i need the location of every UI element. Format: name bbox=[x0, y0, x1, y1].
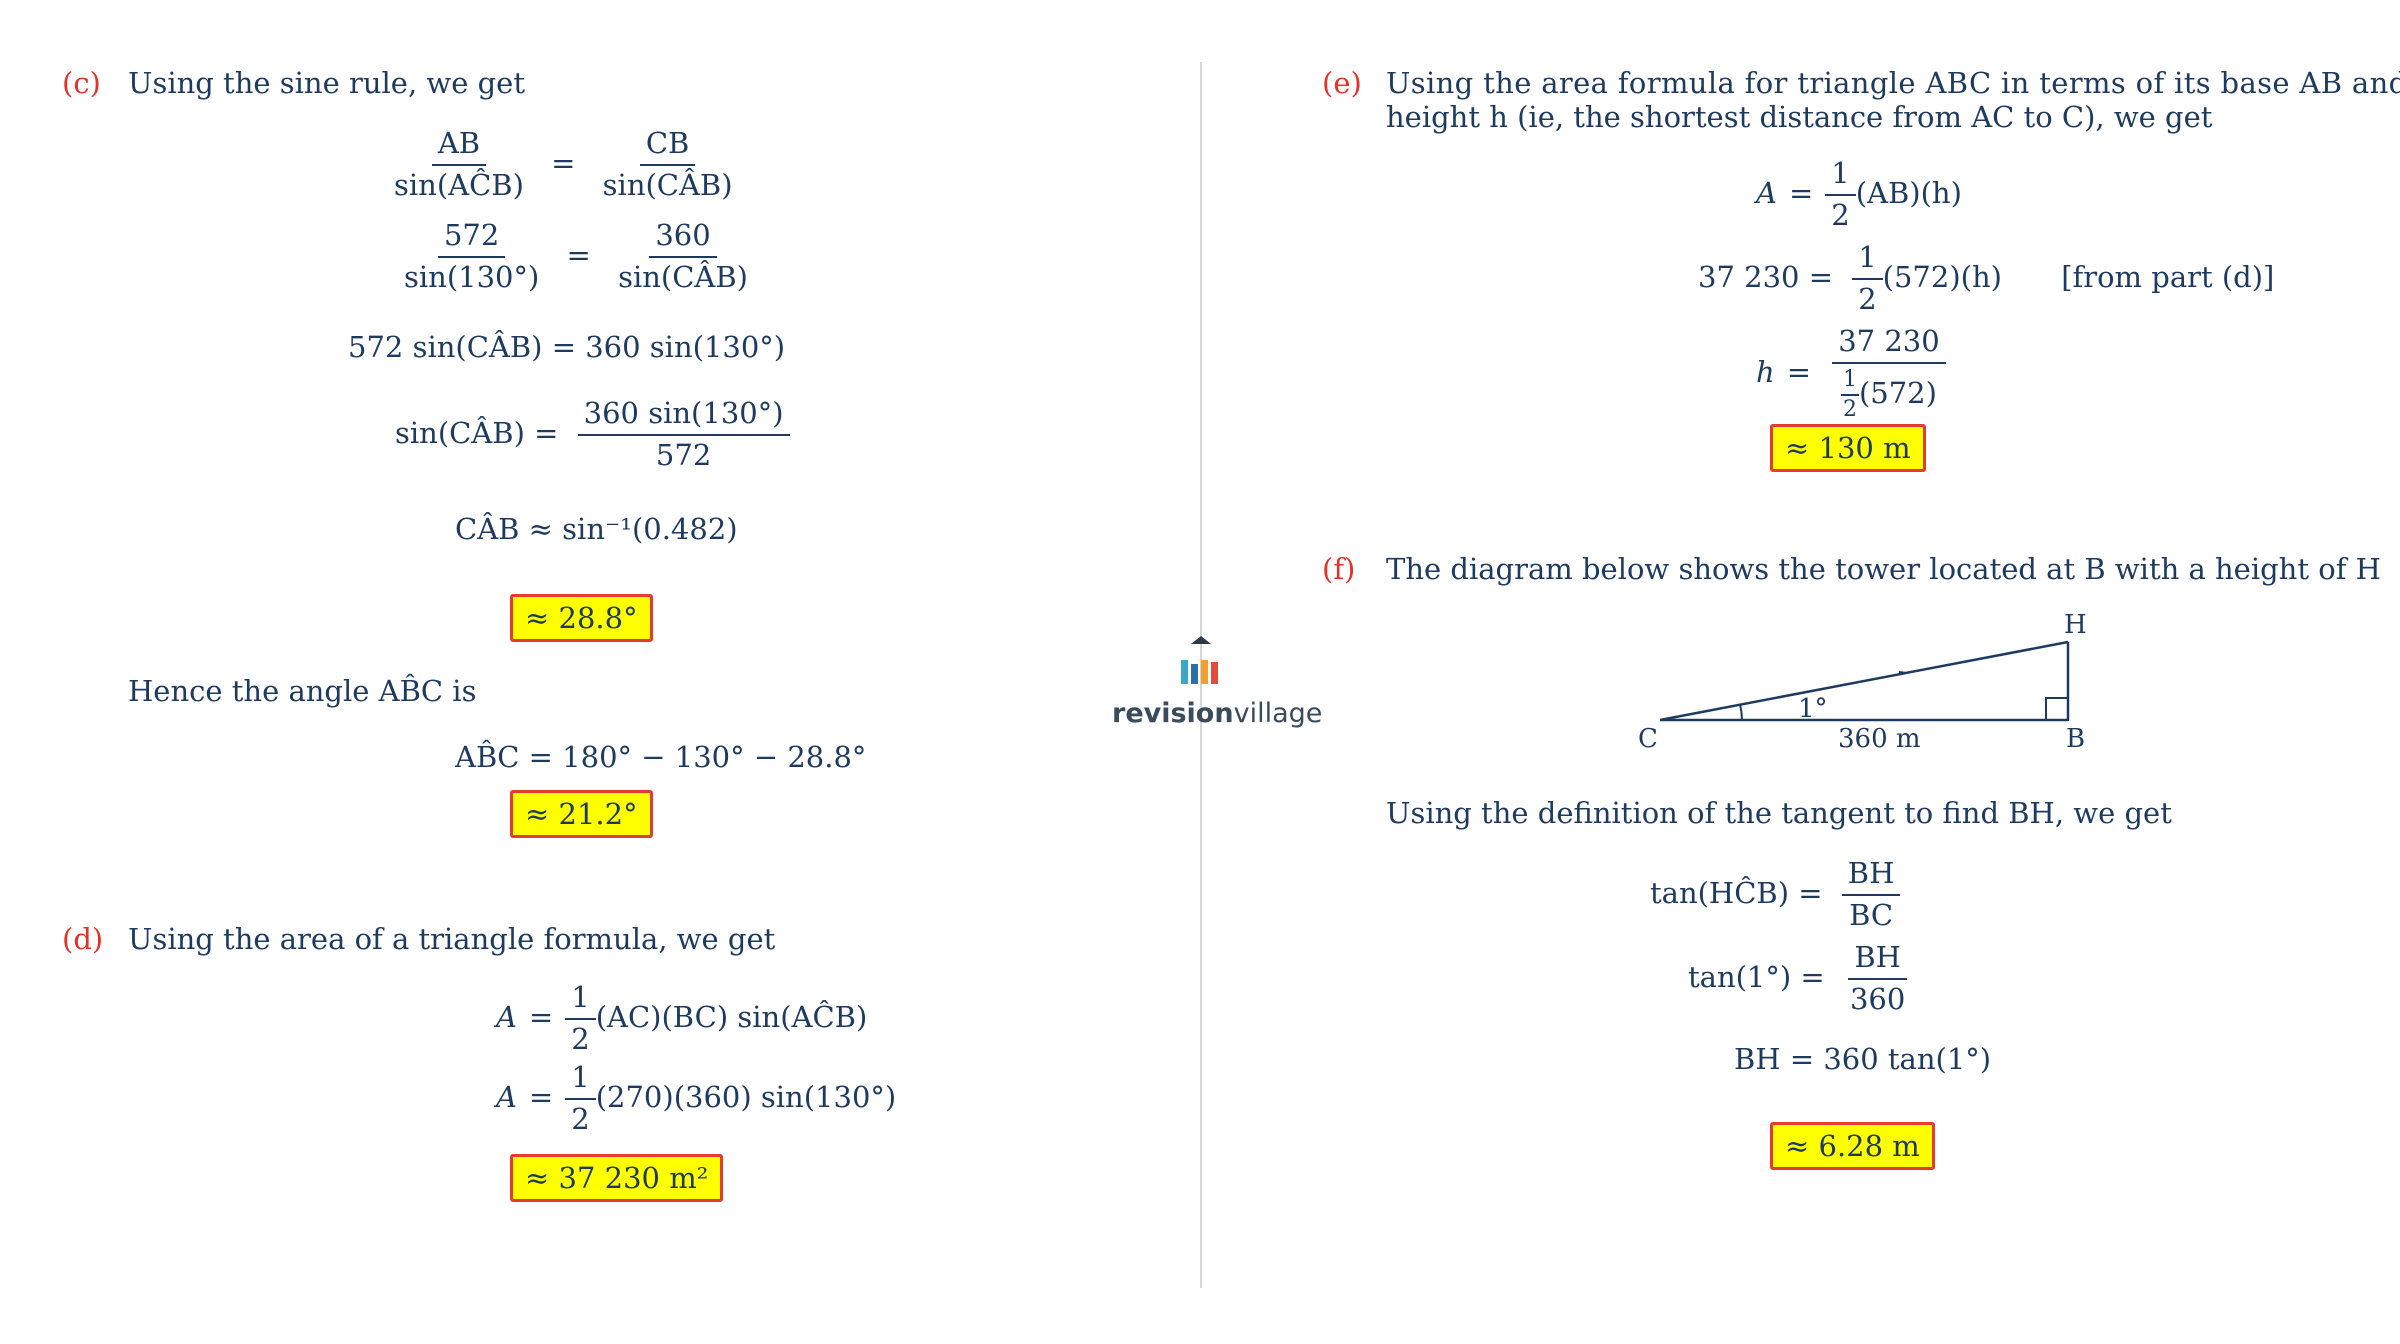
answer-box-f: ≈ 6.28 m bbox=[1770, 1122, 1935, 1170]
sine-rule-step-3: 572 sin(CÂB) = 360 sin(130°) bbox=[348, 330, 786, 364]
diagram-label-B: B bbox=[2066, 724, 2086, 754]
frac-den: sin(AĈB) bbox=[394, 167, 524, 202]
tangent-step-3: BH = 360 tan(1°) bbox=[1734, 1042, 1992, 1076]
logo-bars-icon bbox=[1181, 636, 1218, 684]
revisionvillage-logo: revisionvillage bbox=[1112, 634, 1323, 729]
frac-num: 572 bbox=[437, 219, 506, 258]
diagram-label-C: C bbox=[1638, 724, 1658, 754]
step-4-lhs: sin(CÂB) = bbox=[395, 415, 559, 450]
frac-num: CB bbox=[639, 127, 696, 166]
sine-rule-step-4: sin(CÂB) = 360 sin(130°)572 bbox=[395, 397, 790, 472]
height-step-2-rhs: (572)(h) bbox=[1882, 259, 2002, 294]
part-e-intro-line-1: Using the area formula for triangle ABC … bbox=[1386, 66, 2400, 100]
frac-num: BH bbox=[1848, 941, 1907, 980]
triangle-diagram bbox=[1659, 640, 2070, 722]
part-e-intro-line-2: height h (ie, the shortest distance from… bbox=[1386, 100, 2213, 134]
part-label-f: (f) bbox=[1322, 552, 1356, 586]
frac-num: 360 bbox=[649, 219, 717, 258]
answer-box-c1: ≈ 28.8° bbox=[510, 594, 653, 642]
tangent-intro: Using the definition of the tangent to f… bbox=[1386, 796, 2172, 830]
height-step-2-note: [from part (d)] bbox=[2061, 259, 2275, 294]
part-label-d: (d) bbox=[62, 922, 104, 956]
tangent-step-2-lhs: tan(1°) = bbox=[1688, 959, 1825, 994]
angle-sum-step: AB̂C = 180° − 130° − 28.8° bbox=[455, 740, 867, 774]
answer-box-e: ≈ 130 m bbox=[1770, 424, 1926, 472]
hence-text: Hence the angle AB̂C is bbox=[128, 674, 477, 708]
frac-den: sin(CÂB) bbox=[602, 167, 733, 202]
area-step-2-rhs: (270)(360) sin(130°) bbox=[595, 1079, 897, 1114]
answer-box-c2: ≈ 21.2° bbox=[510, 790, 653, 838]
tangent-step-1-lhs: tan(HĈB) = bbox=[1650, 875, 1823, 910]
diagram-angle-label: 1° bbox=[1798, 694, 1828, 724]
part-label-c: (c) bbox=[62, 66, 101, 100]
frac-den: 360 bbox=[1849, 981, 1906, 1016]
frac-den: 572 bbox=[655, 437, 712, 472]
part-c-intro: Using the sine rule, we get bbox=[128, 66, 525, 100]
frac-num: 360 sin(130°) bbox=[577, 397, 790, 436]
frac-num: BH bbox=[1841, 857, 1901, 896]
area-step-1-rhs: (AC)(BC) sin(AĈB) bbox=[595, 999, 868, 1034]
frac-den: (572) bbox=[1858, 376, 1937, 411]
sine-rule-step-5: CÂB ≈ sin⁻¹(0.482) bbox=[455, 512, 738, 546]
answer-box-d: ≈ 37 230 m² bbox=[510, 1154, 724, 1202]
part-f-intro: The diagram below shows the tower locate… bbox=[1386, 552, 2381, 586]
diagram-label-H: H bbox=[2064, 610, 2087, 640]
frac-num: 37 230 bbox=[1832, 325, 1946, 364]
part-label-e: (e) bbox=[1322, 66, 1362, 100]
frac-den: sin(130°) bbox=[404, 259, 540, 294]
frac-den: BC bbox=[1849, 897, 1894, 932]
frac-den: sin(CÂB) bbox=[618, 259, 748, 294]
part-d-intro: Using the area of a triangle formula, we… bbox=[128, 922, 776, 956]
diagram-base-label: 360 m bbox=[1838, 724, 1921, 754]
logo-wordmark: revisionvillage bbox=[1112, 698, 1323, 729]
frac-num: AB bbox=[431, 127, 487, 166]
height-step-2-lhs: 37 230 = bbox=[1698, 259, 1833, 294]
height-step-1-rhs: (AB)(h) bbox=[1855, 175, 1962, 210]
